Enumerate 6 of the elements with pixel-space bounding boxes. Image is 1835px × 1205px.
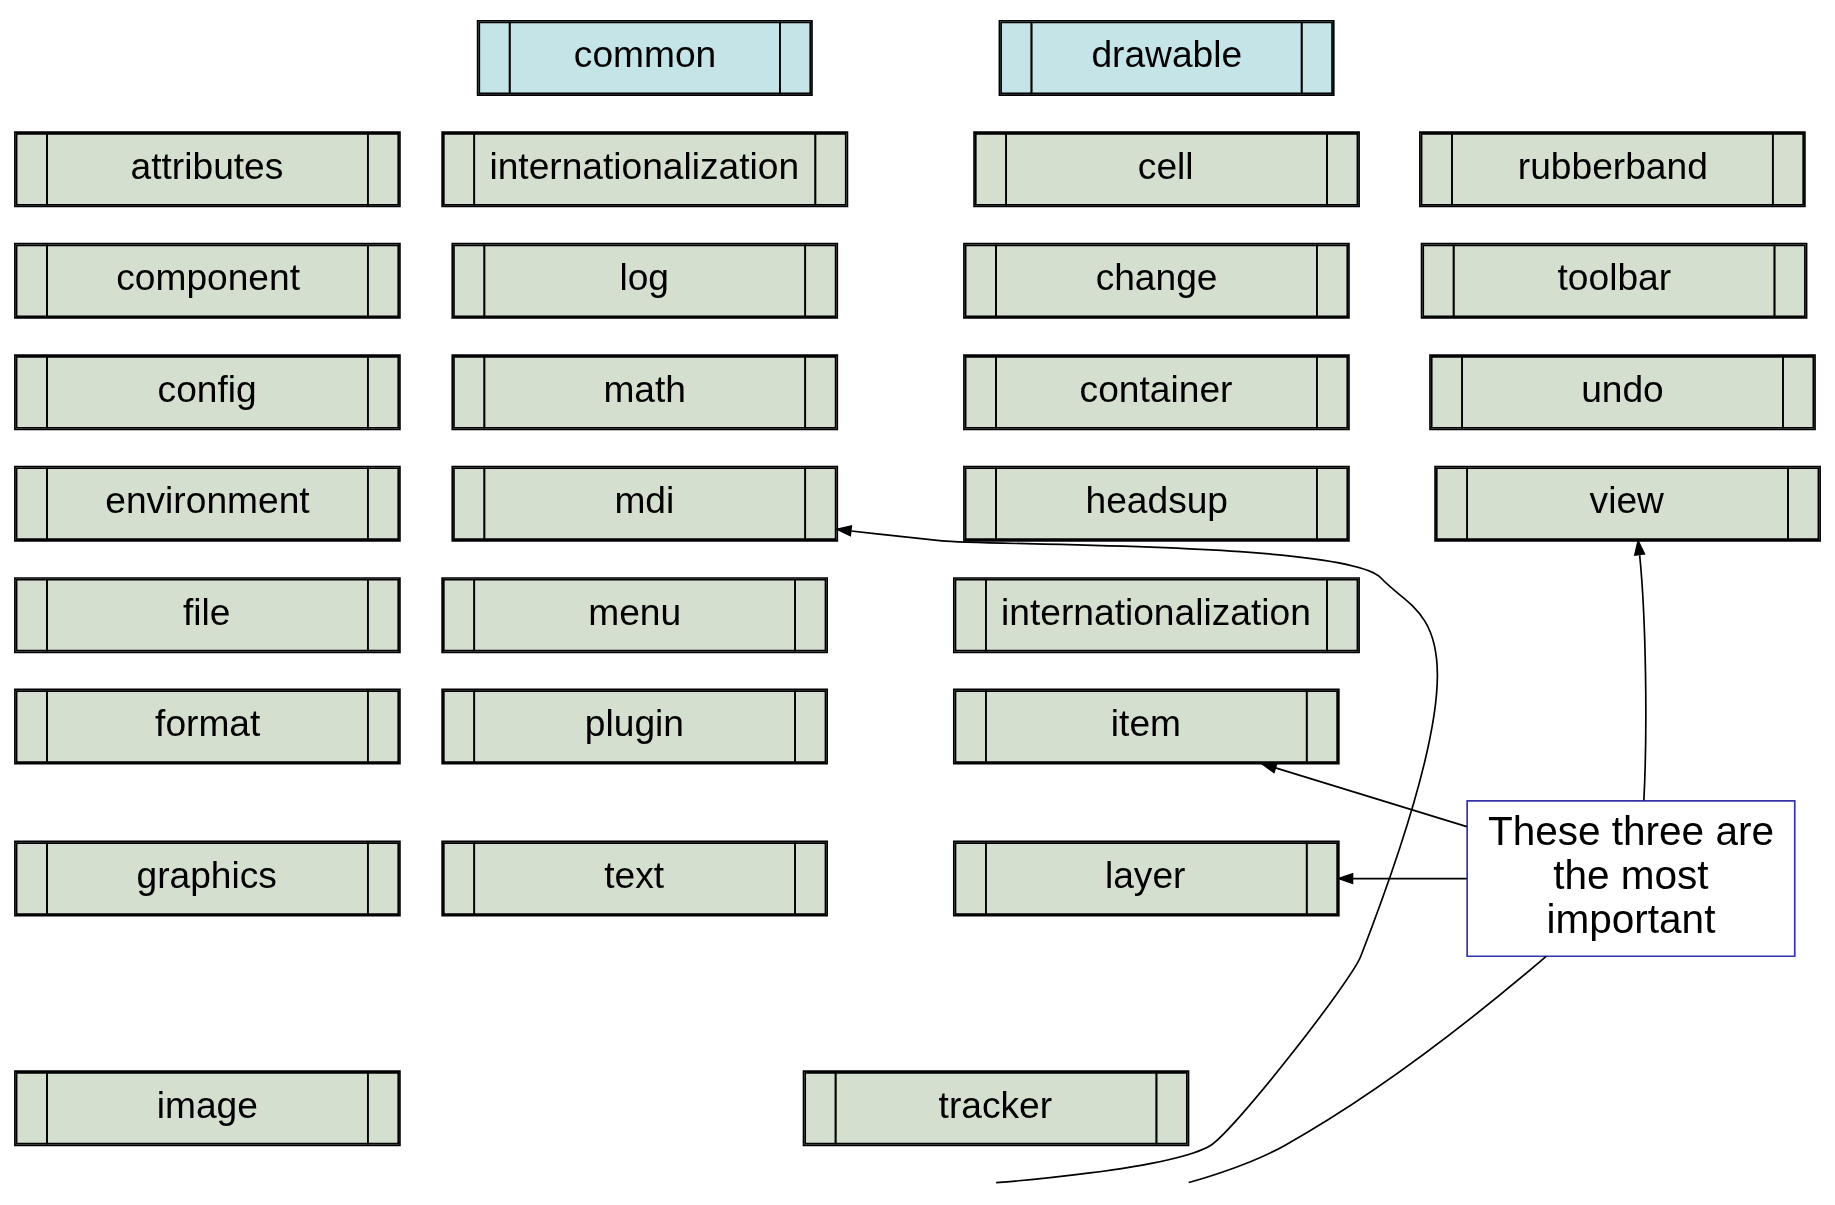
arrow [1633, 538, 1647, 802]
node-box: These three are the most important [1466, 800, 1796, 958]
arrow [834, 525, 1439, 1184]
connector [1187, 955, 1547, 1184]
arrow [1259, 762, 1468, 828]
arrow [1336, 872, 1468, 885]
